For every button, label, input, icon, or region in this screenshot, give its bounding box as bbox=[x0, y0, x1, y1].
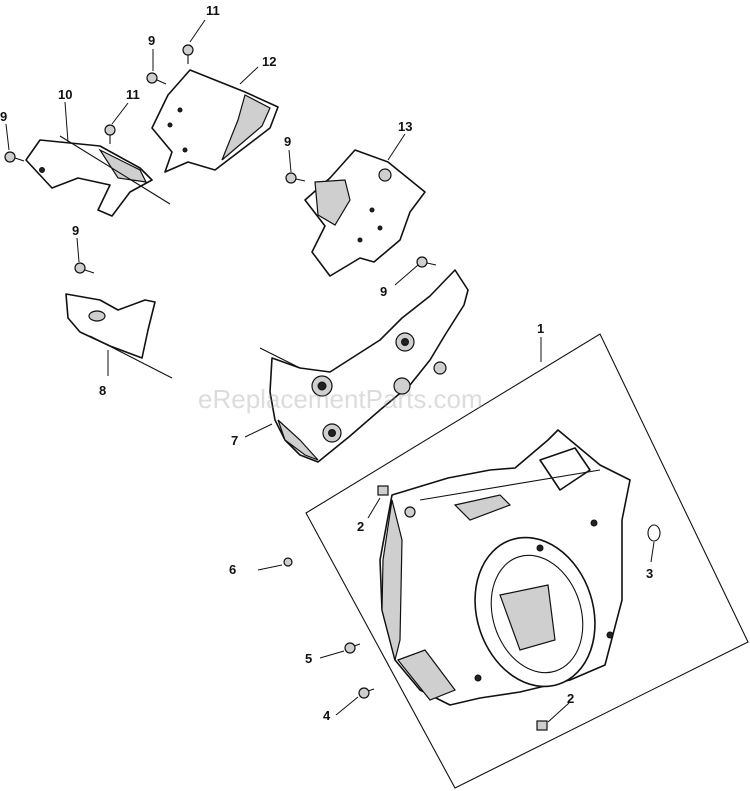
screw-5 bbox=[344, 642, 361, 654]
screw-11a bbox=[182, 44, 194, 64]
screw-9c bbox=[285, 172, 306, 184]
watermark-text: eReplacementParts.com bbox=[198, 384, 483, 414]
callout-10: 10 bbox=[58, 87, 72, 102]
leader-lines bbox=[5, 19, 655, 723]
callout-9: 9 bbox=[284, 134, 291, 149]
screw-9e bbox=[416, 256, 437, 268]
callout-4: 4 bbox=[323, 708, 331, 723]
callout-6: 6 bbox=[229, 562, 236, 577]
callout-3: 3 bbox=[646, 566, 653, 581]
callout-11: 11 bbox=[206, 3, 220, 18]
screw-6 bbox=[283, 557, 293, 567]
callout-13: 13 bbox=[398, 119, 412, 134]
callout-9: 9 bbox=[0, 109, 7, 124]
screw-9a bbox=[146, 72, 167, 85]
callout-2: 2 bbox=[357, 519, 364, 534]
part-8-bracket bbox=[65, 293, 173, 379]
callout-8: 8 bbox=[99, 383, 106, 398]
part-1-blower-housing bbox=[379, 429, 631, 706]
screw-9d bbox=[74, 262, 95, 274]
nut-2b bbox=[536, 720, 548, 731]
part-10-bracket bbox=[25, 135, 171, 217]
callout-7: 7 bbox=[231, 433, 238, 448]
ring-3 bbox=[647, 524, 661, 542]
part-7-shroud bbox=[259, 269, 469, 463]
callout-2: 2 bbox=[567, 691, 574, 706]
callout-9: 9 bbox=[72, 223, 79, 238]
part-12-bracket bbox=[151, 69, 279, 173]
assembly-frame bbox=[305, 333, 749, 789]
callout-5: 5 bbox=[305, 651, 312, 666]
part-13-bracket bbox=[304, 149, 426, 277]
callout-9: 9 bbox=[148, 33, 155, 48]
callout-12: 12 bbox=[262, 54, 276, 69]
nut-2a bbox=[377, 485, 389, 496]
callout-11: 11 bbox=[126, 87, 140, 102]
screw-11b bbox=[104, 124, 116, 144]
callout-9: 9 bbox=[380, 284, 387, 299]
callout-1: 1 bbox=[537, 321, 544, 336]
screw-4 bbox=[358, 687, 375, 699]
screw-9b bbox=[4, 151, 25, 163]
